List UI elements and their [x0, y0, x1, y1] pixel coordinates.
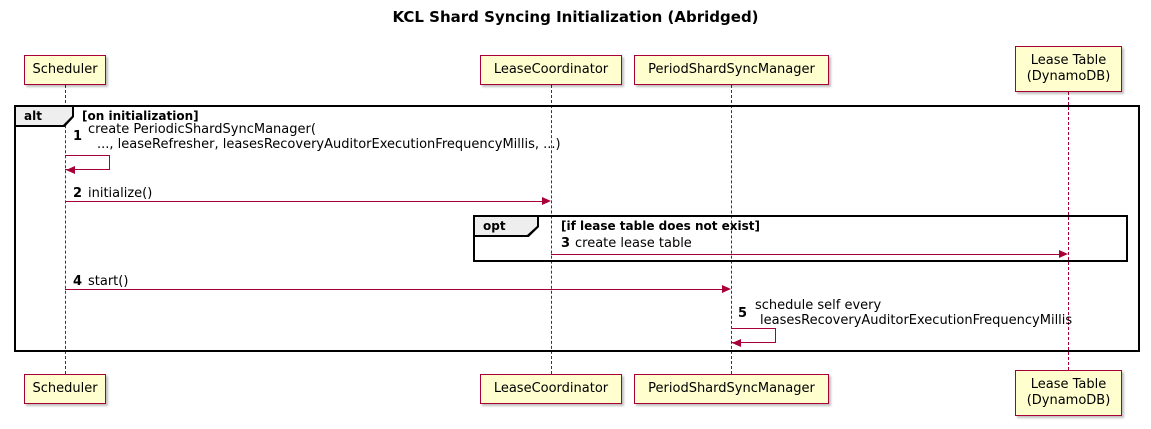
lifeline-scheduler: [65, 85, 66, 374]
message-5-arrowhead-icon: [732, 339, 741, 347]
participant-lease-table-top: Lease Table (DynamoDB): [1015, 46, 1122, 92]
message-3-number: 3: [561, 236, 571, 251]
message-4-arrow-line: [65, 289, 723, 290]
alt-frame-tab: alt: [16, 107, 74, 127]
message-2-arrow-line: [65, 201, 543, 202]
participant-lease-table-bottom-label-line2: (DynamoDB): [1026, 393, 1111, 408]
message-4-arrowhead-icon: [722, 285, 731, 293]
message-3-arrowhead-icon: [1059, 250, 1068, 258]
participant-period-shard-sync-manager-top-label: PeriodShardSyncManager: [648, 61, 815, 77]
participant-scheduler-top: Scheduler: [24, 55, 106, 85]
participant-lease-coordinator-top-label: LeaseCoordinator: [493, 61, 609, 77]
message-2-text: initialize(): [88, 186, 153, 201]
participant-lease-table-top-label-line2: (DynamoDB): [1026, 69, 1111, 84]
participant-lease-coordinator-bottom-label: LeaseCoordinator: [493, 380, 609, 396]
message-4-number: 4: [73, 274, 83, 289]
participant-scheduler-bottom-label: Scheduler: [32, 380, 98, 396]
opt-frame-condition: [if lease table does not exist]: [561, 219, 761, 233]
lifeline-period-shard-sync-manager: [731, 85, 732, 374]
message-1-arrowhead-icon: [66, 166, 75, 174]
participant-lease-table-bottom-label-line1: Lease Table: [1030, 376, 1107, 392]
message-2-arrowhead-icon: [542, 197, 551, 205]
message-1-text-line2: ..., leaseRefresher, leasesRecoveryAudit…: [97, 137, 561, 152]
participant-lease-table-bottom: Lease Table (DynamoDB): [1015, 370, 1122, 416]
message-1-self-arrow: [65, 155, 110, 170]
participant-lease-coordinator-top: LeaseCoordinator: [480, 55, 622, 85]
opt-frame-tab: opt: [475, 217, 539, 237]
participant-period-shard-sync-manager-bottom: PeriodShardSyncManager: [634, 374, 829, 404]
message-5-text-line1: schedule self every: [755, 298, 882, 313]
participant-scheduler-top-label: Scheduler: [32, 61, 98, 77]
message-5-number: 5: [738, 306, 748, 321]
opt-frame-tab-label: opt: [475, 217, 537, 235]
alt-frame-condition: [on initialization]: [82, 109, 199, 123]
alt-frame-tab-label: alt: [16, 107, 72, 125]
message-3-text: create lease table: [575, 236, 692, 251]
message-1-number: 1: [73, 129, 83, 144]
message-4-text: start(): [88, 274, 129, 289]
alt-frame: alt [on initialization]: [14, 105, 1140, 352]
participant-period-shard-sync-manager-bottom-label: PeriodShardSyncManager: [648, 380, 815, 396]
message-3-arrow-line: [551, 254, 1060, 255]
participant-lease-coordinator-bottom: LeaseCoordinator: [480, 374, 622, 404]
message-1-text-line1: create PeriodicShardSyncManager(: [88, 122, 316, 137]
participant-scheduler-bottom: Scheduler: [24, 374, 106, 404]
message-5-text-line2: leasesRecoveryAuditorExecutionFrequencyM…: [760, 313, 1073, 328]
participant-period-shard-sync-manager-top: PeriodShardSyncManager: [634, 55, 829, 85]
opt-frame: opt [if lease table does not exist]: [473, 215, 1128, 262]
lifeline-lease-table: [1068, 92, 1069, 370]
message-2-number: 2: [73, 186, 83, 201]
participant-lease-table-top-label-line1: Lease Table: [1030, 52, 1107, 68]
message-5-self-arrow: [731, 328, 776, 343]
lifeline-lease-coordinator: [551, 85, 552, 374]
diagram-title: KCL Shard Syncing Initialization (Abridg…: [392, 8, 759, 26]
